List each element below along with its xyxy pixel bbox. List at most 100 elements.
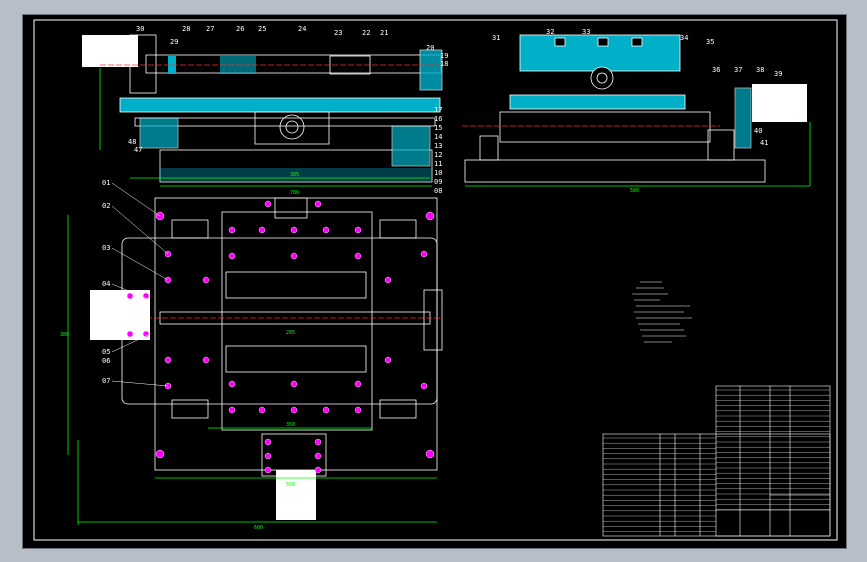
side-mid-plate: [509, 94, 686, 110]
plan-motor: [90, 290, 150, 340]
callout-39: 39: [774, 70, 782, 78]
callout-13: 13: [434, 142, 442, 150]
side-slide-body: [499, 111, 711, 143]
guide-block-bl: [171, 399, 209, 419]
motor-flange: [129, 34, 157, 94]
plan-base-plate: [154, 197, 438, 471]
callout-03: 03: [102, 244, 110, 252]
callout-01: 01: [102, 179, 110, 187]
callout-33: 33: [582, 28, 590, 36]
callout-17: 17: [434, 106, 442, 114]
callout-08: 08: [434, 187, 442, 195]
front-bearing-circle: [279, 114, 305, 140]
front-bearing-inner: [285, 120, 299, 134]
bearing-housing: [254, 111, 330, 145]
plan-dim-bottom-text: 600: [254, 525, 263, 531]
base-hatch: [160, 168, 432, 182]
guide-block-tl: [171, 219, 209, 239]
callout-20: 20: [426, 44, 434, 52]
plan-mid-plate: [121, 237, 438, 405]
callout-07: 07: [102, 377, 110, 385]
callout-40: 40: [754, 127, 762, 135]
callout-12: 12: [434, 151, 442, 159]
main-table: [119, 97, 441, 113]
callout-37: 37: [734, 66, 742, 74]
plan-view: [67, 197, 443, 525]
callout-35: 35: [706, 38, 714, 46]
callout-02: 02: [102, 202, 110, 210]
side-view: [462, 34, 811, 187]
front-dim-width-text: 385: [290, 172, 299, 178]
base-plate: [159, 149, 433, 183]
plan-top-table: [221, 211, 373, 431]
front-dim-overall-text: 780: [290, 190, 299, 196]
callout-38: 38: [756, 66, 764, 74]
right-gear: [391, 125, 431, 167]
callout-15: 15: [434, 124, 442, 132]
callout-10: 10: [434, 169, 442, 177]
callout-06: 06: [102, 357, 110, 365]
left-gear: [139, 117, 179, 149]
inner-border: [33, 19, 838, 541]
callout-16: 16: [434, 115, 442, 123]
parts-list-lower: [602, 433, 831, 537]
callout-34: 34: [680, 34, 688, 42]
callout-21: 21: [380, 29, 388, 37]
callout-36: 36: [712, 66, 720, 74]
guide-block-br: [379, 399, 417, 419]
callout-47: 47: [134, 146, 142, 154]
front-view: [82, 34, 443, 187]
title-block: [602, 385, 831, 537]
callout-04: 04: [102, 280, 110, 288]
callout-27: 27: [206, 25, 214, 33]
callout-09: 09: [434, 178, 442, 186]
lower-rail: [134, 117, 436, 127]
plan-lower-rail: [225, 345, 367, 373]
side-callouts: 31 32 33 34 35 36 37 38 39 40 41: [492, 28, 782, 147]
callout-41: 41: [760, 139, 768, 147]
side-right-block: [707, 129, 735, 161]
plan-right-end: [423, 289, 443, 351]
callout-23: 23: [334, 29, 342, 37]
callout-31: 31: [492, 34, 500, 42]
callout-26: 26: [236, 25, 244, 33]
callout-28: 28: [182, 25, 190, 33]
plan-bottom-motor: [276, 470, 316, 520]
top-carriage: [145, 54, 442, 74]
side-dim-text: 580: [630, 188, 639, 194]
callout-05: 05: [102, 348, 110, 356]
plan-upper-rail: [225, 271, 367, 299]
tslot-3: [631, 37, 643, 47]
parts-list-rows: [603, 389, 830, 532]
callout-25: 25: [258, 25, 266, 33]
callout-29: 29: [170, 38, 178, 46]
side-base: [464, 159, 766, 183]
technical-notes: [632, 281, 692, 343]
side-left-foot: [479, 135, 499, 161]
callout-19: 19: [440, 52, 448, 60]
callout-11: 11: [434, 160, 442, 168]
parts-list-upper: [715, 385, 831, 537]
callout-14: 14: [434, 133, 442, 141]
motor-block: [82, 35, 138, 67]
plan-dim-base-text: 550: [286, 482, 295, 488]
right-bearing: [419, 49, 443, 91]
side-bearing: [590, 66, 614, 90]
plan-dim-side-text: 380: [60, 332, 69, 338]
plan-bolt-holes: [126, 200, 435, 474]
callout-30: 30: [136, 25, 144, 33]
front-callouts: 30 29 28 27 26 25 24 23 22 21 20 19 18 1…: [128, 25, 448, 195]
callout-32: 32: [546, 28, 554, 36]
side-gear-stack: [734, 87, 752, 149]
tslot-2: [597, 37, 609, 47]
side-motor: [752, 84, 807, 122]
plan-dim-center-text: 285: [286, 330, 295, 336]
callout-48: 48: [128, 138, 136, 146]
tslot-1: [554, 37, 566, 47]
side-bearing-inner: [596, 72, 608, 84]
callout-18: 18: [440, 60, 448, 68]
plan-top-boss: [274, 197, 308, 219]
guide-block-tr: [379, 219, 417, 239]
callout-24: 24: [298, 25, 306, 33]
